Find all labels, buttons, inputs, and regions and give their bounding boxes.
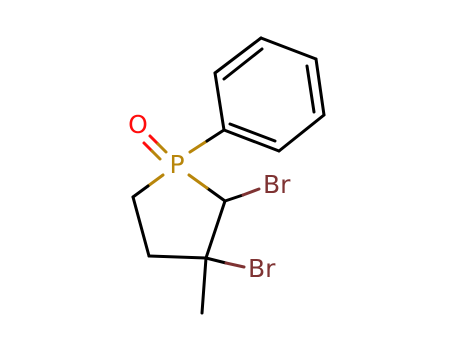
substituent-bonds [200, 187, 261, 315]
phosphorus-atom-label: P [169, 150, 184, 179]
phenyl-bond-3 [259, 36, 318, 61]
phenyl-bond-4 [314, 57, 326, 117]
po-bond-line1-gold [156, 142, 168, 154]
phenyl-double-bond-b [305, 64, 316, 114]
c3-methyl-bond [200, 256, 208, 315]
ring-bond-p-c5-black [131, 184, 150, 199]
phenyl-ring [213, 36, 326, 153]
phenyl-double-bond-c [228, 122, 277, 143]
phenyl-double-bond-a [222, 47, 264, 81]
phospholane-ring [131, 173, 227, 260]
oxygen-atom-label: O [128, 110, 148, 139]
ring-bond-c3-c2 [204, 199, 227, 260]
c3-br-bond-black [204, 256, 228, 265]
po-bond-line2-red [142, 141, 154, 153]
bromine-upper-atom-label: Br [263, 170, 291, 199]
ring-bond-c2-p-black [205, 186, 227, 203]
po-bond-line1-red [148, 134, 160, 146]
ring-bond-c4-c3 [147, 254, 208, 260]
p-phenyl-bond [188, 128, 226, 154]
phenyl-bond-6 [222, 128, 281, 153]
p-phenyl-bond-gold [188, 139, 209, 154]
phenyl-bond-5 [277, 113, 326, 153]
c3-br-bond-brown [224, 261, 246, 269]
c2-br-bond-brown [241, 187, 261, 197]
phenyl-bond-2 [213, 36, 263, 75]
c2-br-bond-black [223, 193, 245, 203]
phenyl-bond-1 [213, 71, 226, 132]
ring-bond-p-c5-gold [146, 173, 165, 188]
p-phenyl-bond-black [205, 128, 226, 143]
p-o-double-bond [142, 134, 168, 161]
ring-bond-c5-c4 [131, 195, 151, 258]
bromine-lower-atom-label: Br [248, 254, 276, 283]
po-bond-line2-gold [150, 149, 162, 161]
ring-bond-c2-p-gold [187, 173, 209, 190]
